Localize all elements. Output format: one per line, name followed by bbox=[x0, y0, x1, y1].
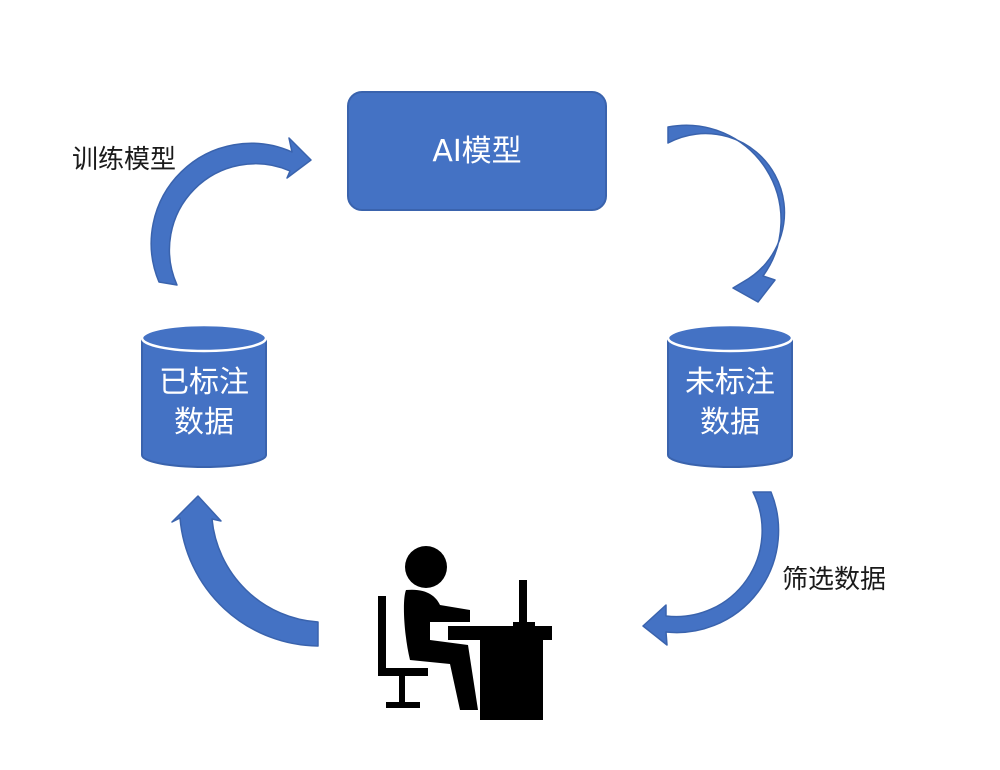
labeled-data-cylinder-body bbox=[141, 337, 267, 468]
unlabeled-data-label-line2: 数据 bbox=[700, 405, 760, 440]
ai-model-box bbox=[347, 91, 607, 211]
unlabeled-data-cylinder-body bbox=[667, 337, 793, 468]
ai-to-unlabeled-arrow bbox=[667, 124, 786, 303]
person-at-computer-icon bbox=[378, 546, 552, 720]
train-model-arrow bbox=[150, 137, 312, 286]
filter-data-label: 筛选数据 bbox=[782, 565, 886, 595]
annotate-arrow bbox=[171, 495, 319, 647]
unlabeled-data-cylinder-top bbox=[666, 323, 794, 353]
unlabeled-data-node: 未标注 数据 bbox=[666, 323, 794, 468]
ai-model-label: AI模型 bbox=[432, 134, 521, 169]
labeled-data-label-line1: 已标注 bbox=[159, 365, 249, 400]
labeled-data-node: 已标注 数据 bbox=[140, 323, 268, 468]
filter-data-arrow bbox=[642, 491, 780, 646]
unlabeled-data-label-line1: 未标注 bbox=[685, 365, 775, 400]
labeled-data-label-line2: 数据 bbox=[174, 405, 234, 440]
ai-model-node: AI模型 bbox=[347, 91, 607, 211]
labeled-data-cylinder-top bbox=[140, 323, 268, 353]
train-model-label: 训练模型 bbox=[72, 145, 176, 175]
